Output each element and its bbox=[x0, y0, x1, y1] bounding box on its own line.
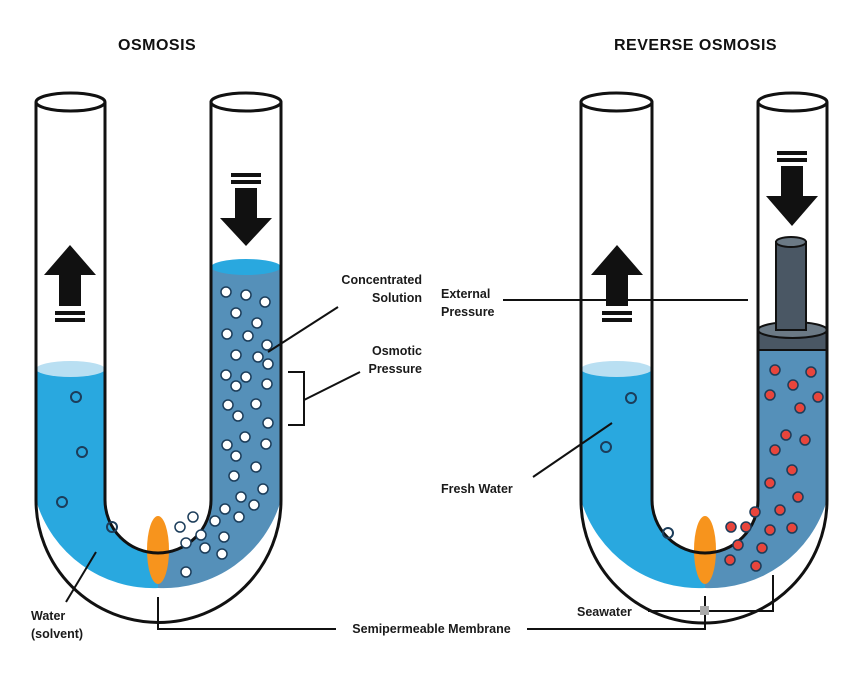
fresh-water-particles bbox=[600, 392, 674, 539]
fresh-water-left bbox=[36, 370, 158, 589]
semipermeable-membrane-left bbox=[147, 516, 169, 584]
osmosis-u-tube bbox=[34, 91, 361, 624]
seawater-leader bbox=[648, 575, 774, 612]
water-leader bbox=[65, 551, 97, 603]
up-arrow-icon bbox=[44, 245, 96, 322]
osmosis-title: OSMOSIS bbox=[118, 37, 197, 54]
up-arrow-icon bbox=[591, 245, 643, 322]
water-solvent-label: Water (solvent) bbox=[31, 609, 84, 641]
down-arrow-icon bbox=[766, 151, 818, 226]
tube-rim bbox=[34, 91, 107, 113]
fresh-water-label: Fresh Water bbox=[441, 482, 513, 496]
fresh-water-surface-left bbox=[36, 361, 105, 377]
semipermeable-membrane-label: Semipermeable Membrane bbox=[352, 622, 511, 636]
piston bbox=[757, 236, 828, 351]
reverse-osmosis-u-tube bbox=[503, 91, 829, 625]
junction-marker bbox=[700, 606, 709, 615]
semipermeable-membrane-right bbox=[694, 516, 716, 584]
external-pressure-label: External Pressure bbox=[441, 287, 495, 319]
salt-particles bbox=[724, 364, 824, 572]
fresh-water-surface-right bbox=[581, 361, 652, 377]
reverse-osmosis-title: REVERSE OSMOSIS bbox=[614, 37, 778, 54]
concentrated-solution-leader bbox=[267, 306, 339, 353]
fresh-water-leader bbox=[532, 422, 613, 478]
seawater-label: Seawater bbox=[577, 605, 632, 619]
tube-rim bbox=[579, 91, 654, 113]
tube-rim bbox=[209, 91, 283, 113]
concentrated-solution-label: Concentrated Solution bbox=[341, 273, 422, 305]
osmotic-pressure-label: Osmotic Pressure bbox=[368, 344, 422, 376]
osmotic-pressure-bracket bbox=[288, 371, 361, 426]
fresh-water-right bbox=[581, 370, 705, 589]
solution-surface bbox=[211, 259, 281, 275]
tube-rim bbox=[756, 91, 829, 113]
solvent-particles bbox=[56, 391, 118, 533]
down-arrow-icon bbox=[220, 173, 272, 246]
solute-particles bbox=[174, 286, 274, 578]
